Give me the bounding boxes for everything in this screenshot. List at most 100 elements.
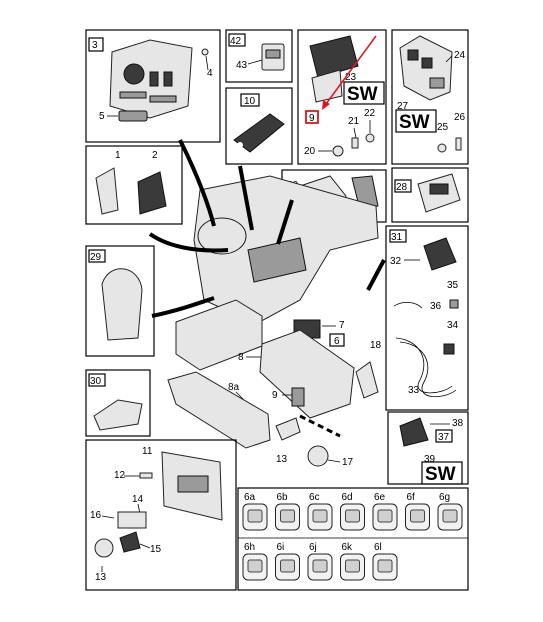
switch-cell-6k: 6k bbox=[340, 542, 365, 581]
frame-1-2 bbox=[85, 145, 183, 225]
highlight-box-9 bbox=[305, 110, 319, 124]
switch-cell-6g: 6g bbox=[437, 492, 463, 531]
label-13-b: 13 bbox=[95, 572, 107, 583]
label-box-42 bbox=[228, 33, 246, 47]
label-22: 22 bbox=[364, 108, 376, 119]
switch-cell-6a: 6a bbox=[242, 492, 268, 531]
label-42: 42 bbox=[230, 36, 242, 47]
switch-assembly-24 bbox=[399, 35, 453, 101]
switch-symbol-6c bbox=[312, 509, 328, 523]
part-17 bbox=[307, 445, 329, 467]
switch-cell-6i: 6i bbox=[275, 542, 300, 581]
label-24: 24 bbox=[454, 50, 466, 61]
label-7: 7 bbox=[339, 320, 345, 331]
switch-symbol-6g bbox=[442, 509, 458, 523]
switch-symbol-6a bbox=[247, 509, 263, 523]
part-32 bbox=[423, 237, 457, 271]
label-15: 15 bbox=[150, 544, 162, 555]
switch-cell-6d: 6d bbox=[340, 492, 365, 531]
screw-22 bbox=[365, 133, 375, 143]
frame-3 bbox=[85, 29, 221, 143]
label-39: 39 bbox=[424, 454, 436, 465]
dashboard bbox=[175, 175, 379, 371]
label-8a: 8a bbox=[228, 382, 240, 393]
label-28: 28 bbox=[396, 182, 408, 193]
label-25: 25 bbox=[437, 122, 449, 133]
label-33: 33 bbox=[408, 385, 420, 396]
harness-33 bbox=[395, 337, 453, 394]
screw-12 bbox=[139, 472, 153, 479]
label-box-31 bbox=[389, 229, 407, 243]
wire-36 bbox=[393, 302, 423, 309]
switch-label-6b: 6b bbox=[277, 492, 289, 503]
switch-symbol-6k bbox=[345, 559, 360, 573]
label-10: 10 bbox=[244, 96, 256, 107]
leader-3 bbox=[238, 165, 254, 231]
switch-label-6k: 6k bbox=[342, 542, 354, 553]
switch-label-6a: 6a bbox=[244, 492, 256, 503]
center-console bbox=[175, 299, 263, 371]
label-27: 27 bbox=[397, 101, 409, 112]
switch-symbol-6l bbox=[377, 559, 393, 573]
part-9 bbox=[291, 387, 305, 407]
switch-label-6l: 6l bbox=[374, 542, 382, 553]
sw-badge-23 bbox=[343, 81, 385, 105]
switch-label-6j: 6j bbox=[309, 542, 317, 553]
part-18 bbox=[355, 361, 379, 399]
panel-29 bbox=[101, 268, 143, 341]
frame-31 bbox=[385, 225, 469, 411]
label-20: 20 bbox=[304, 146, 316, 157]
switch-symbol-6f bbox=[410, 509, 425, 523]
label-1: 1 bbox=[115, 150, 121, 161]
part-13-upper bbox=[275, 417, 301, 441]
switch-cell-6b: 6b bbox=[275, 492, 300, 531]
part-10 bbox=[233, 113, 285, 153]
switch-cell-6l: 6l bbox=[372, 542, 398, 581]
label-box-6 bbox=[329, 333, 345, 347]
label-9b: 9 bbox=[272, 390, 278, 401]
label-37: 37 bbox=[438, 432, 450, 443]
label-box-37 bbox=[435, 429, 453, 443]
panel-30 bbox=[93, 399, 143, 431]
label-5: 5 bbox=[99, 111, 105, 122]
label-21: 21 bbox=[348, 116, 360, 127]
switch-cell-6j: 6j bbox=[307, 542, 333, 581]
lock-cylinder bbox=[94, 538, 114, 558]
leader-1 bbox=[178, 139, 216, 227]
label-box-28 bbox=[394, 179, 412, 193]
label-2: 2 bbox=[152, 150, 158, 161]
switch-symbol-6e bbox=[377, 509, 393, 523]
part-21 bbox=[351, 137, 359, 149]
label-30: 30 bbox=[90, 376, 102, 387]
leader-6 bbox=[366, 259, 386, 291]
label-23: 23 bbox=[345, 72, 357, 83]
switch-label-6f: 6f bbox=[407, 492, 416, 503]
label-17: 17 bbox=[342, 457, 354, 468]
leader-5 bbox=[151, 296, 215, 318]
label-16: 16 bbox=[90, 510, 102, 521]
switch-1 bbox=[95, 167, 119, 215]
switch-cell-6f: 6f bbox=[405, 492, 430, 531]
frame-23 bbox=[297, 29, 387, 165]
switch-label-6d: 6d bbox=[342, 492, 353, 503]
switch-symbol-6h bbox=[247, 559, 263, 573]
sw-badge-39 bbox=[421, 461, 463, 485]
label-14: 14 bbox=[132, 494, 144, 505]
frame-30 bbox=[85, 369, 151, 437]
bezel-8 bbox=[259, 329, 355, 419]
part-5 bbox=[118, 110, 148, 122]
switch-symbol-6d bbox=[345, 509, 360, 523]
label-34: 34 bbox=[447, 320, 459, 331]
label-6: 6 bbox=[334, 336, 340, 347]
switch-label-6g: 6g bbox=[439, 492, 450, 503]
frame-28 bbox=[391, 167, 469, 223]
sw-text-27: SW bbox=[399, 112, 430, 133]
label-38: 38 bbox=[452, 418, 464, 429]
label-box-3 bbox=[88, 37, 104, 52]
clip-20 bbox=[332, 145, 344, 157]
label-3: 3 bbox=[92, 40, 98, 51]
label-box-30 bbox=[88, 373, 106, 387]
